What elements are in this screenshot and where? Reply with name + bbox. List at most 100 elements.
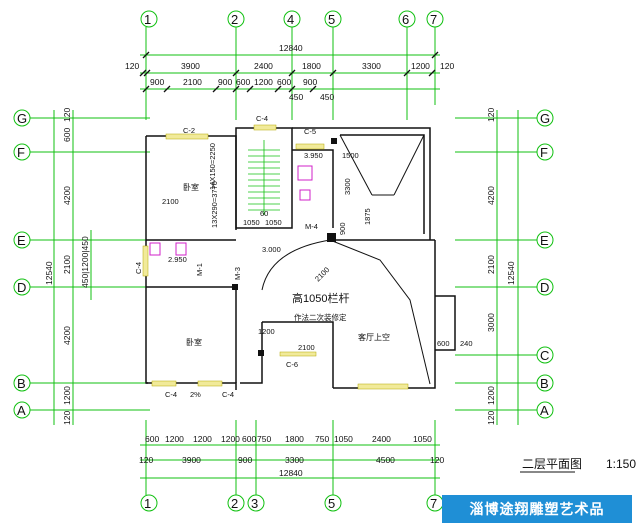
dim-top: 2100 [183,77,202,87]
dim-bottom: 120 [430,455,444,465]
dim-right: 3000 [486,313,496,332]
axis-label: E [540,233,549,248]
dim-top: 900 [150,77,164,87]
dim-bottom: 1050 [334,434,353,444]
axis-label: F [17,145,25,160]
dim-top: 1200 [254,77,273,87]
dim-bottom: 1200 [221,434,240,444]
axis-label: 5 [328,12,335,27]
dim-bottom: 3900 [182,455,201,465]
axis-label: 1 [144,496,151,511]
axis-label: 3 [251,496,258,511]
dim-right: 1200 [486,386,496,405]
dim-bottom: 4500 [376,455,395,465]
dim-top: 450 [320,92,334,102]
dim-note: 240 [460,339,473,348]
dim-bottom: 900 [238,455,252,465]
dim-bottom: 750 [315,434,329,444]
window-tag: C-4 [256,114,268,123]
dim-bottom: 750 [257,434,271,444]
top-axis-labels: 1 2 4 5 6 7 [144,12,437,27]
dim-right: 120 [486,411,496,425]
dim-note: 2100 [162,197,179,206]
axis-label: B [17,376,26,391]
room-label-living-void: 客厅上空 [358,332,390,342]
radius-note: 2100 [313,265,331,283]
dim-top: 450 [289,92,303,102]
stair-dim: 14X150=2250 [208,143,217,190]
dim-left: 120 [62,108,72,122]
axis-label: C [540,348,549,363]
dim-top: 2400 [254,61,273,71]
dim-top: 120 [125,61,139,71]
dim-note: 60 [260,209,268,218]
dim-left: 2100 [62,255,72,274]
door-tag: M-1 [195,263,204,276]
axis-label: F [540,145,548,160]
bathroom-fixtures [149,165,313,256]
railing-note: 作法二次装修定 [294,312,347,322]
dim-note: 2100 [298,343,315,352]
axis-label: 5 [328,496,335,511]
dim-top: 900 [218,77,232,87]
right-axis-bubbles [536,109,554,419]
dim-note: 600 [437,339,450,348]
dim-top: 600 [277,77,291,87]
dim-left: 600 [62,128,72,142]
axis-label: D [17,280,26,295]
bottom-dimension-lines [140,420,440,495]
bottom-axis-bubbles [140,494,444,512]
dim-left: 4200 [62,326,72,345]
window-tag: C-4 [222,390,234,399]
dim-bottom: 1800 [285,434,304,444]
axis-label: G [17,111,27,126]
dim-bottom: 1200 [193,434,212,444]
axis-label: 4 [287,12,294,27]
dim-bottom: 1200 [165,434,184,444]
dim-note: 1875 [363,208,372,225]
dim-right: 4200 [486,186,496,205]
axis-label: E [17,233,26,248]
structural-columns [232,138,337,356]
staircase [248,140,280,215]
axis-label: D [540,280,549,295]
top-dimension-ticks [139,51,439,93]
door-tag: M-3 [233,267,242,280]
axis-label: 6 [402,12,409,27]
axis-label: B [540,376,549,391]
dim-bottom: 2400 [372,434,391,444]
top-dimension-lines [140,27,440,120]
drawing-title: 二层平面图 [522,457,582,471]
dim-right: 2100 [486,255,496,274]
dim-note: 1050 [265,218,282,227]
brand-watermark: 淄博途翔雕塑艺术品 [442,495,632,523]
dim-top: 3900 [181,61,200,71]
level-mark: 3.000 [262,245,281,254]
dim-note: 1500 [342,151,359,160]
dim-bottom: 1050 [413,434,432,444]
dim-bottom: 3300 [285,455,304,465]
room-label-bedroom: 卧室 [186,337,202,347]
dim-bottom: 600 [242,434,256,444]
dim-bottom: 120 [139,455,153,465]
dim-top: 600 [236,77,250,87]
dim-bottom: 600 [145,434,159,444]
dim-total-top: 12840 [279,43,303,53]
dim-note: 1050 [243,218,260,227]
door-tag: M-4 [305,222,318,231]
stair-dim: 13X290=3770 [210,181,219,228]
window-tag: C-4 [165,390,177,399]
window-tag: C-4 [134,262,143,274]
drawing-scale: 1:150 [606,457,636,471]
dim-left-small: 450|1200|450 [80,236,90,288]
dim-top: 1200 [411,61,430,71]
windows [142,124,409,390]
dim-top: 3300 [362,61,381,71]
axis-label: 2 [231,496,238,511]
level-mark: 2.950 [168,255,187,264]
dim-left: 1200 [62,386,72,405]
dim-total-bottom: 12840 [279,468,303,478]
window-tag: C-2 [183,126,195,135]
axis-label: 1 [144,12,151,27]
